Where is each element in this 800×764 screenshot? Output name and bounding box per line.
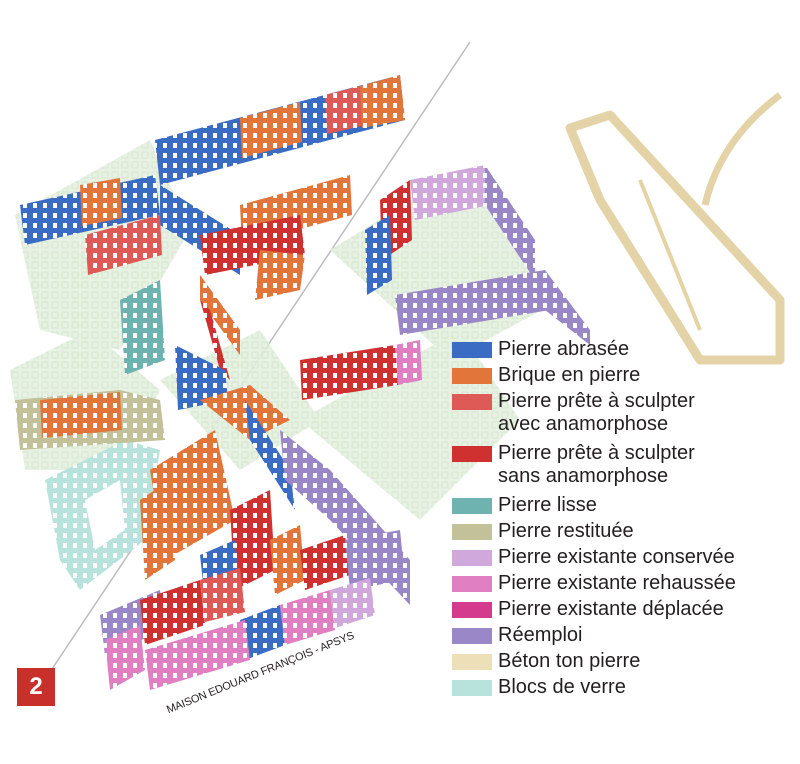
legend-item: Pierre prête à sculpter sans anamorphose (452, 442, 695, 488)
legend-swatch (452, 368, 492, 384)
legend-swatch (452, 550, 492, 566)
legend-label: Pierre lisse (498, 494, 597, 516)
legend-swatch (452, 628, 492, 644)
legend-item: Pierre restituée (452, 520, 634, 543)
legend-label: Pierre existante déplacée (498, 598, 724, 620)
legend-item: Brique en pierre (452, 364, 640, 387)
inner-triangle-block (175, 215, 305, 410)
legend-label: Béton ton pierre (498, 650, 641, 672)
legend-swatch (452, 498, 492, 514)
legend-label: Réemploi (498, 624, 583, 646)
lower-triangle-block (100, 385, 410, 690)
legend-label: Pierre restituée (498, 520, 634, 542)
legend-item: Pierre prête à sculpter avec anamorphose (452, 390, 695, 436)
legend-swatch (452, 446, 492, 462)
figure-number-badge: 2 (17, 668, 55, 706)
legend-label: Pierre existante conservée (498, 546, 735, 568)
legend-swatch (452, 524, 492, 540)
legend-swatch (452, 654, 492, 670)
legend-label: Pierre abrasée (498, 338, 630, 360)
legend-item: Pierre lisse (452, 494, 597, 517)
right-block (300, 165, 590, 400)
legend-label: Pierre existante rehaussée (498, 572, 736, 594)
legend-label: Brique en pierre (498, 364, 641, 386)
legend-swatch (452, 680, 492, 696)
legend-label: Pierre prête à sculpter sans anamorphose (498, 442, 695, 487)
legend-swatch (452, 394, 492, 410)
legend-item: Blocs de verre (452, 676, 626, 699)
legend-swatch (452, 342, 492, 358)
beton-building (565, 92, 785, 365)
legend-item: Pierre existante déplacée (452, 598, 724, 621)
glass-block-building (45, 440, 160, 590)
legend-item: Béton ton pierre (452, 650, 640, 673)
legend-item: Réemploi (452, 624, 582, 647)
legend-swatch (452, 602, 492, 618)
legend-item: Pierre abrasée (452, 338, 629, 361)
legend-swatch (452, 576, 492, 592)
legend-label: Blocs de verre (498, 676, 626, 698)
legend-item: Pierre existante rehaussée (452, 572, 736, 595)
restored-stone-block (15, 390, 165, 450)
legend-item: Pierre existante conservée (452, 546, 735, 569)
legend-label: Pierre prête à sculpter avec anamorphose (498, 390, 695, 435)
